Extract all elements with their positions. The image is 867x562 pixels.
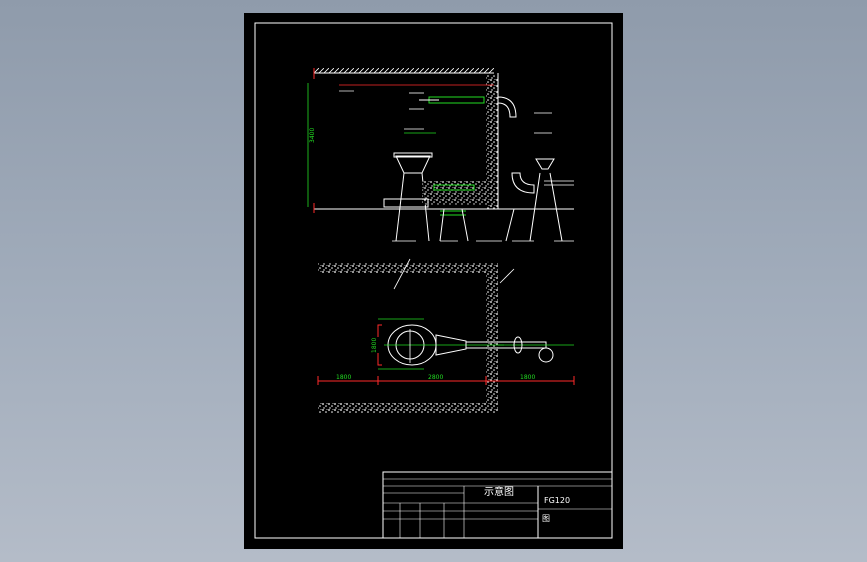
- support-right: [461, 208, 469, 242]
- plan-bracket-top: [377, 324, 382, 337]
- drawing-sheet: 3400: [244, 13, 623, 549]
- outlet-cone: [435, 334, 467, 356]
- base-frame: [383, 198, 429, 208]
- plan-dim-middle: 2800: [428, 374, 443, 381]
- drawing-number: FG120: [544, 496, 570, 505]
- title-block-frame: [382, 471, 613, 539]
- plan-width-dim: 1800: [371, 338, 378, 353]
- right-frame-2: [549, 172, 563, 242]
- valve: [538, 347, 554, 363]
- discharge-elbow: [511, 172, 535, 194]
- plan-wall-bottom: [318, 403, 498, 413]
- elevation-view: 3400: [307, 68, 574, 242]
- cad-drawing: 3400: [254, 22, 613, 539]
- plan-dim-left: 1800: [336, 374, 351, 381]
- pipe-flange: [513, 336, 523, 354]
- drawing-title: 示意图: [484, 485, 514, 498]
- plan-dim-right: 1800: [520, 374, 535, 381]
- elevation-height-dim: 3400: [309, 128, 316, 143]
- support-left: [439, 208, 445, 242]
- plan-leader-2: [499, 268, 515, 284]
- green-pipe-mid: [433, 184, 475, 191]
- hopper: [395, 155, 431, 174]
- right-hopper: [535, 158, 555, 170]
- plan-bracket-bottom: [377, 353, 382, 366]
- right-frame-3: [505, 208, 515, 242]
- right-frame-1: [529, 172, 541, 242]
- wall-section-vertical: [486, 75, 498, 209]
- sheet-label: 图: [542, 514, 550, 523]
- plan-leader-1: [393, 258, 411, 290]
- plan-view: 1800 1800 2800 1800: [317, 258, 575, 413]
- ceiling-hatch: [314, 68, 494, 73]
- title-block: 示意图 FG120 图: [382, 471, 613, 539]
- feed-pipe-elbow: [497, 96, 517, 118]
- hopper-cap: [393, 152, 433, 158]
- plan-wall-top: [318, 263, 498, 273]
